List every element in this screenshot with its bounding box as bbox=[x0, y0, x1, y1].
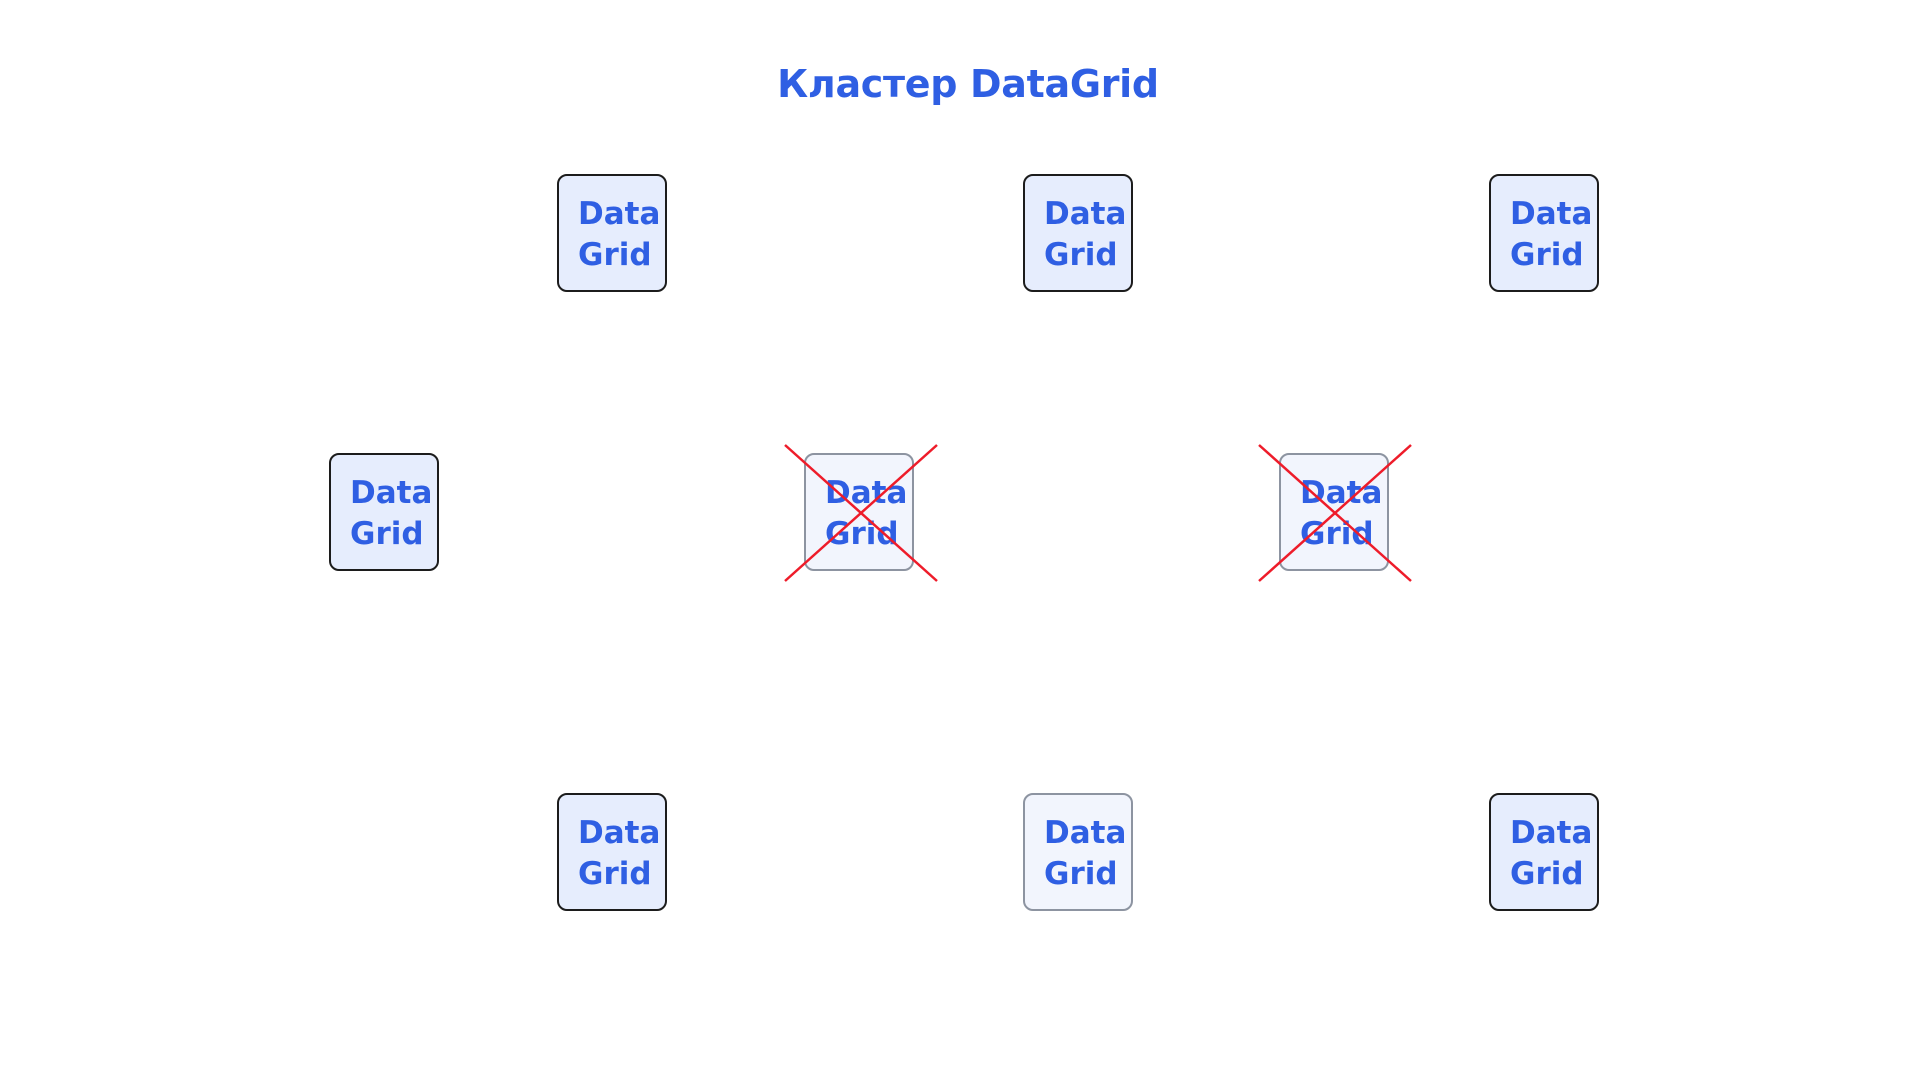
node-label-line2: Grid bbox=[350, 516, 424, 552]
cross-stroke bbox=[784, 444, 938, 582]
diagram-title: Кластер DataGrid bbox=[777, 62, 1159, 106]
datagrid-node-bottom-right: Data Grid bbox=[1489, 793, 1599, 911]
node-label: Data Grid bbox=[1510, 813, 1592, 895]
node-label-line1: Data bbox=[578, 815, 661, 851]
node-label: Data Grid bbox=[1044, 194, 1126, 276]
node-label-line2: Grid bbox=[1044, 237, 1118, 273]
node-label: Data Grid bbox=[578, 813, 660, 895]
failed-cross-icon bbox=[1258, 444, 1412, 582]
node-label-line1: Data bbox=[350, 475, 433, 511]
datagrid-node-bottom-left: Data Grid bbox=[557, 793, 667, 911]
datagrid-node-middle-center: Data Grid bbox=[804, 453, 914, 571]
datagrid-node-top-right: Data Grid bbox=[1489, 174, 1599, 292]
node-label-line1: Data bbox=[578, 196, 661, 232]
node-label-line2: Grid bbox=[1510, 856, 1584, 892]
node-label-line1: Data bbox=[1044, 196, 1127, 232]
datagrid-node-top-center: Data Grid bbox=[1023, 174, 1133, 292]
node-label: Data Grid bbox=[578, 194, 660, 276]
node-label-line2: Grid bbox=[578, 856, 652, 892]
node-label-line2: Grid bbox=[1044, 856, 1118, 892]
cross-stroke bbox=[1258, 444, 1412, 582]
node-label: Data Grid bbox=[1044, 813, 1126, 895]
failed-cross-icon bbox=[784, 444, 938, 582]
node-label: Data Grid bbox=[350, 473, 432, 555]
datagrid-node-bottom-center: Data Grid bbox=[1023, 793, 1133, 911]
node-label-line2: Grid bbox=[1510, 237, 1584, 273]
node-label-line1: Data bbox=[1510, 196, 1593, 232]
datagrid-node-top-left: Data Grid bbox=[557, 174, 667, 292]
node-label: Data Grid bbox=[1510, 194, 1592, 276]
node-label-line1: Data bbox=[1510, 815, 1593, 851]
node-label-line2: Grid bbox=[578, 237, 652, 273]
datagrid-node-middle-left: Data Grid bbox=[329, 453, 439, 571]
node-label-line1: Data bbox=[1044, 815, 1127, 851]
